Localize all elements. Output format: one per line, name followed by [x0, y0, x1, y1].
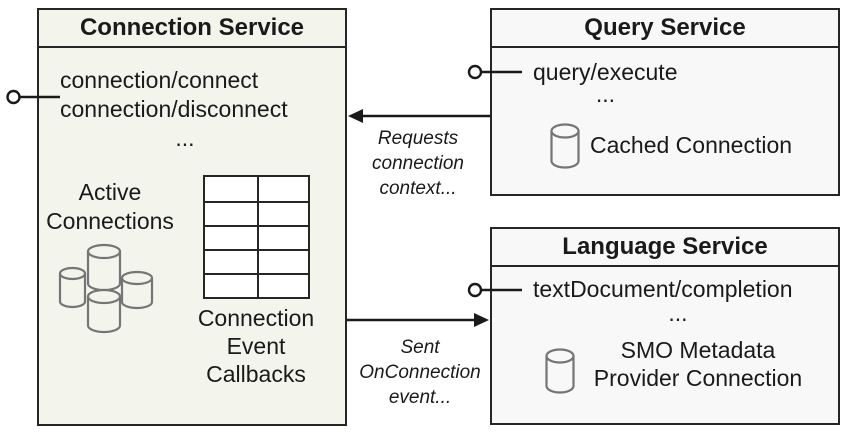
query-service-title: Query Service: [492, 10, 838, 48]
callbacks-table-cell: [256, 201, 308, 225]
connection-service-title: Connection Service: [39, 10, 345, 48]
callbacks-table-cell: [205, 249, 257, 273]
callbacks-table-cell: [256, 273, 308, 297]
callbacks-table-cell: [205, 225, 257, 249]
connection-methods: connection/connect connection/disconnect: [60, 66, 310, 124]
callbacks-table-cell: [205, 273, 257, 297]
callbacks-table-cell: [205, 177, 257, 201]
cached-connection-label: Cached Connection: [590, 132, 793, 158]
query-service-box: Query Service query/execute ... Cached C…: [490, 8, 840, 196]
query-methods-ellipsis: ...: [595, 81, 616, 107]
callbacks-table-cell: [256, 177, 309, 201]
callbacks-table-cell: [256, 249, 308, 273]
sent-onconnection-event-label: Sent OnConnection event...: [359, 337, 481, 408]
active-connections-database-icons: [58, 243, 154, 334]
smo-metadata-database-icon: [545, 348, 575, 394]
requests-arrow: [348, 109, 490, 123]
language-methods-ellipsis: ...: [668, 300, 688, 326]
connection-methods-ellipsis: ...: [175, 125, 195, 151]
language-service-title: Language Service: [492, 229, 838, 267]
right-arrowhead-icon: [474, 313, 489, 327]
smo-metadata-provider-label: SMO Metadata Provider Connection: [593, 337, 803, 391]
requests-connection-context-label: Requests connection context...: [372, 128, 464, 199]
method-connection-connect: connection/connect: [60, 67, 259, 93]
left-arrowhead-icon: [348, 109, 363, 123]
cached-connection-database-icon: [550, 123, 580, 169]
method-connection-disconnect: connection/disconnect: [60, 96, 288, 122]
callbacks-label: Connection Event Callbacks: [197, 305, 315, 387]
callbacks-table: [203, 175, 310, 299]
method-textdocument-completion: textDocument/completion: [533, 276, 793, 302]
callbacks-table-cell: [256, 225, 308, 249]
callbacks-table-cell: [205, 201, 257, 225]
active-connections-label: Active Connections: [46, 179, 174, 234]
language-service-box: Language Service textDocument/completion…: [490, 227, 840, 425]
method-query-execute: query/execute: [533, 59, 678, 85]
sent-event-arrow: [347, 313, 489, 327]
connection-service-box: Connection Service connection/connect co…: [37, 8, 347, 426]
